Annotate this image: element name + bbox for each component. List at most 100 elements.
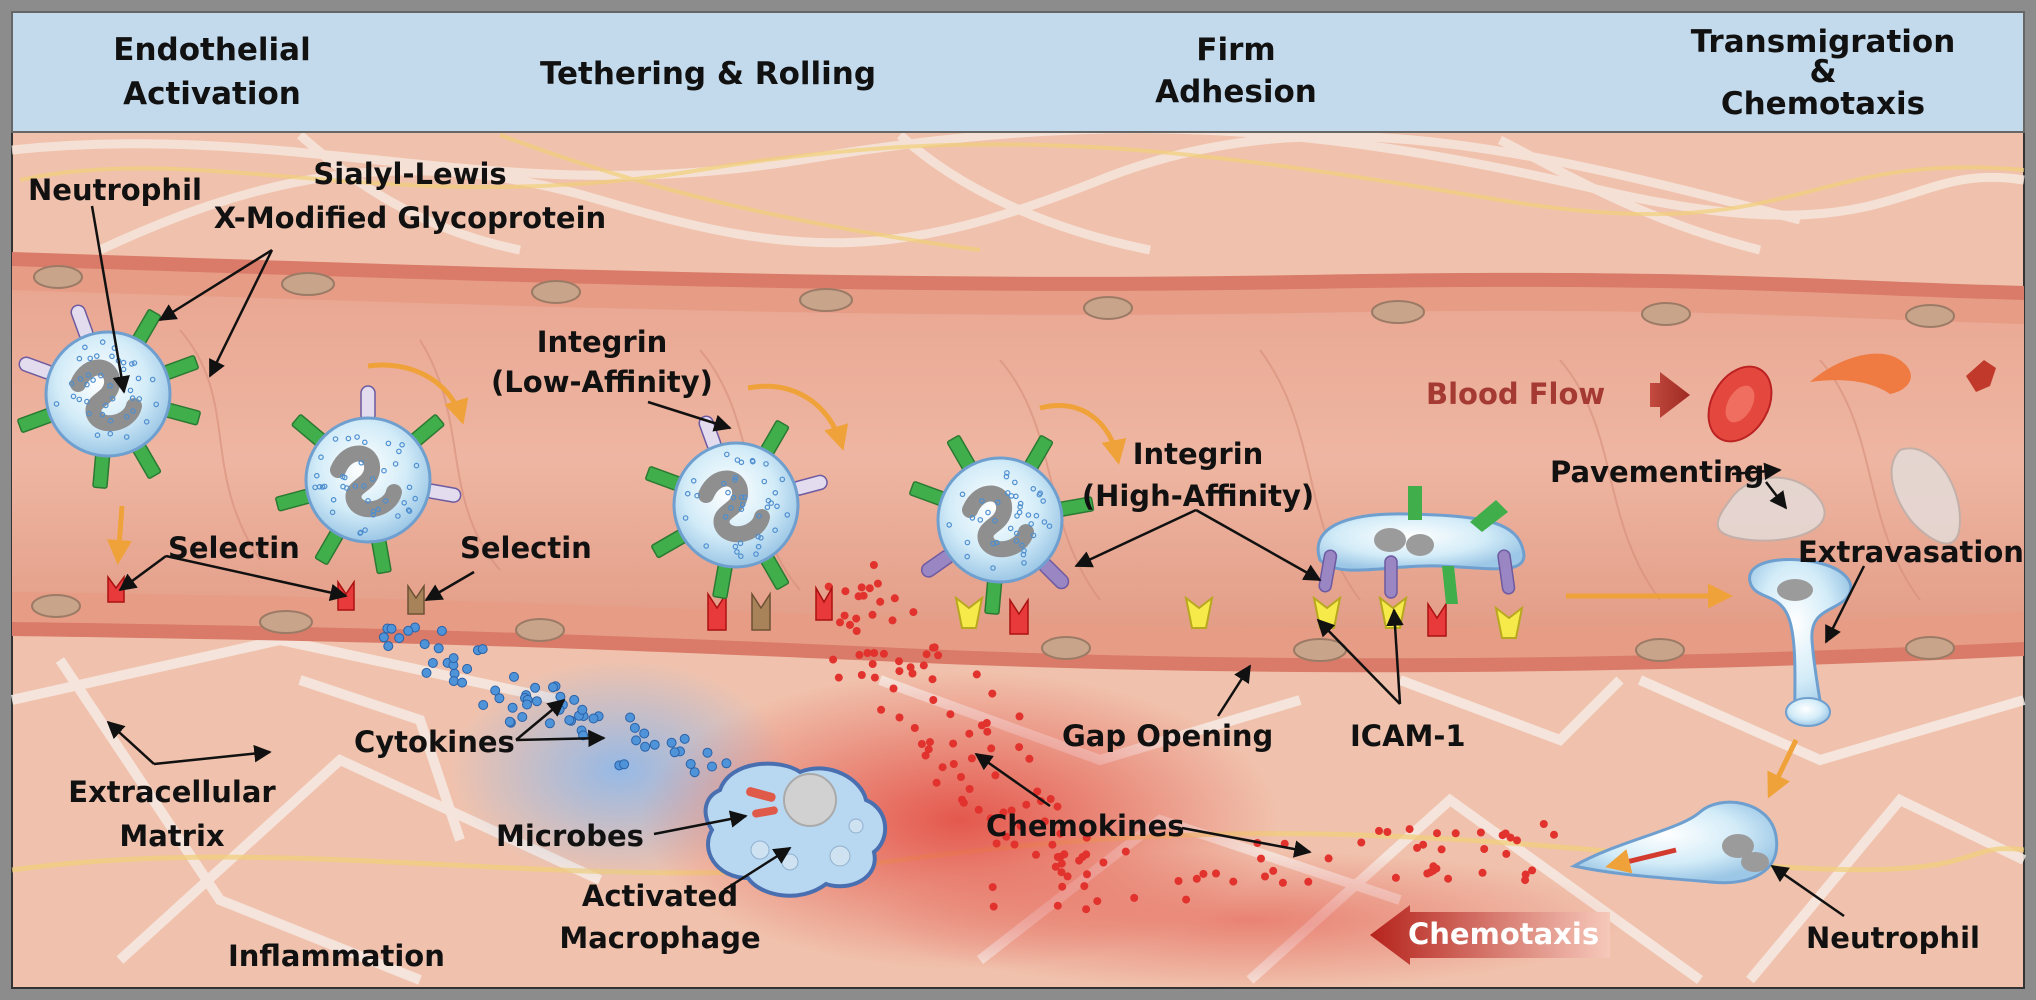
chemokine-dot [1383,828,1392,836]
chemokine-dot [1015,743,1024,752]
chemokine-dot [868,660,877,668]
label-ecm-line-2: Matrix [119,819,225,853]
stage-header-bar [11,11,2025,133]
label-blood-flow: Blood Flow [1426,377,1605,411]
neutrophil [17,304,201,489]
chemokine-dot [865,584,874,593]
stage-1-line-2: Activation [123,76,301,112]
chemokine-dot [1419,840,1428,849]
cytokine-dot [504,716,515,727]
chemokine-dot [1007,806,1016,815]
chemokine-dot [930,643,939,652]
cytokine-dot [383,641,394,652]
blood-flow-arrow [1650,372,1690,418]
chemokine-dot [1192,874,1201,883]
label-sialyl-line-2: X-Modified Glycoprotein [214,201,606,235]
chemokine-dot [1121,847,1130,856]
cytokine-dot [679,733,690,744]
cytokine-dot [702,747,713,758]
cytokine-dot [403,625,414,636]
chemokine-dot [876,597,885,606]
chemokine-dot [1444,874,1453,883]
chemokine-dot [1051,862,1060,871]
stage-4-line-1: Transmigration [1691,24,1956,60]
leader-lines [90,205,1866,918]
cytokine-dot [478,700,489,710]
chemokine-dot [1324,854,1333,863]
chemokine-dot [1501,829,1510,838]
chemokine-dot [1550,830,1558,839]
chemokine-dot [983,727,992,736]
chemokine-dot [1080,882,1089,891]
chemokine-dot [870,673,879,682]
cytokine-dot [564,715,575,726]
chemokine-dot [1182,895,1191,904]
cytokine-dot [649,739,660,750]
chemokine-dot [946,710,955,719]
chemokine-dot [1174,877,1183,885]
cytokine-dot [689,767,700,778]
chemokine-dot [965,729,974,738]
label-microbes: Microbes [496,819,644,853]
chemokine-dot [908,669,917,678]
cytokine-dot [462,663,473,674]
neutrophil [909,435,1095,615]
chemokine-dot [1063,872,1072,881]
label-neutrophil-top: Neutrophil [28,173,202,207]
chemokine-dot [1478,868,1487,877]
chemokine-dot [1058,882,1067,891]
chemokine-dot [846,620,854,629]
chemokine-dot [1413,843,1422,852]
chemokine-dot [1033,787,1042,796]
stage-headers: Endothelial Activation Tethering & Rolli… [113,24,1955,122]
chemokine-dot [1278,878,1287,887]
chemokine-dot [989,902,998,911]
chemokine-dot [1229,877,1238,886]
chemokine-dot [1048,840,1057,849]
chemokine-dot [824,582,833,591]
cytokine-dot [522,699,532,710]
selectin-receptors [107,574,1447,637]
chemokine-dot [987,744,996,753]
chemokine-dot [1391,873,1400,882]
cytokine-dot [544,718,555,729]
cytokine-dot [448,676,459,687]
chemokine-dot [1433,829,1441,838]
chemokine-dot [836,618,844,627]
chemokine-dot [1093,897,1102,906]
cytokine-dot [685,759,696,769]
chemokine-dot [852,614,861,623]
label-chemotaxis: Chemotaxis [1408,917,1599,951]
chemokine-dot [949,760,958,768]
chemokine-dot [949,739,958,748]
chemokine-dot [852,627,861,635]
chemokine-dot [1375,826,1383,835]
migrating-neutrophil [1569,800,1779,885]
chemokine-dot [1025,754,1034,763]
chemokine-dot [1437,845,1446,854]
chemokine-dot [1057,868,1066,877]
chemokine-dot [938,763,947,772]
cytokine-dot [509,671,519,682]
chemokine-dot [870,649,879,657]
chemokine-dot [932,778,941,787]
diagram-labels: Neutrophil Sialyl-Lewis X-Modified Glyco… [28,157,2024,973]
chemokine-dot [972,670,981,679]
chemokine-dot [1130,893,1139,902]
cytokine-dot [639,728,650,739]
chemokine-dot [988,883,997,892]
cytokine-dot [419,639,430,650]
chemokine-dot [895,713,904,722]
label-integrin-low-line-1: Integrin [537,325,668,359]
chemokine-dot [1199,869,1208,878]
chemokine-dot [1015,712,1024,721]
cytokine-dot [477,644,488,655]
chemokine-dot [1056,829,1065,838]
orange-motion-arrows [107,362,1799,799]
upper-yellow-fibers [19,133,2025,252]
chemokine-dot [877,705,886,714]
chemokine-dot [921,751,930,760]
label-macrophage-line-2: Macrophage [559,921,760,955]
label-integrin-high-line-1: Integrin [1133,437,1264,471]
cytokine-dot [629,722,640,733]
